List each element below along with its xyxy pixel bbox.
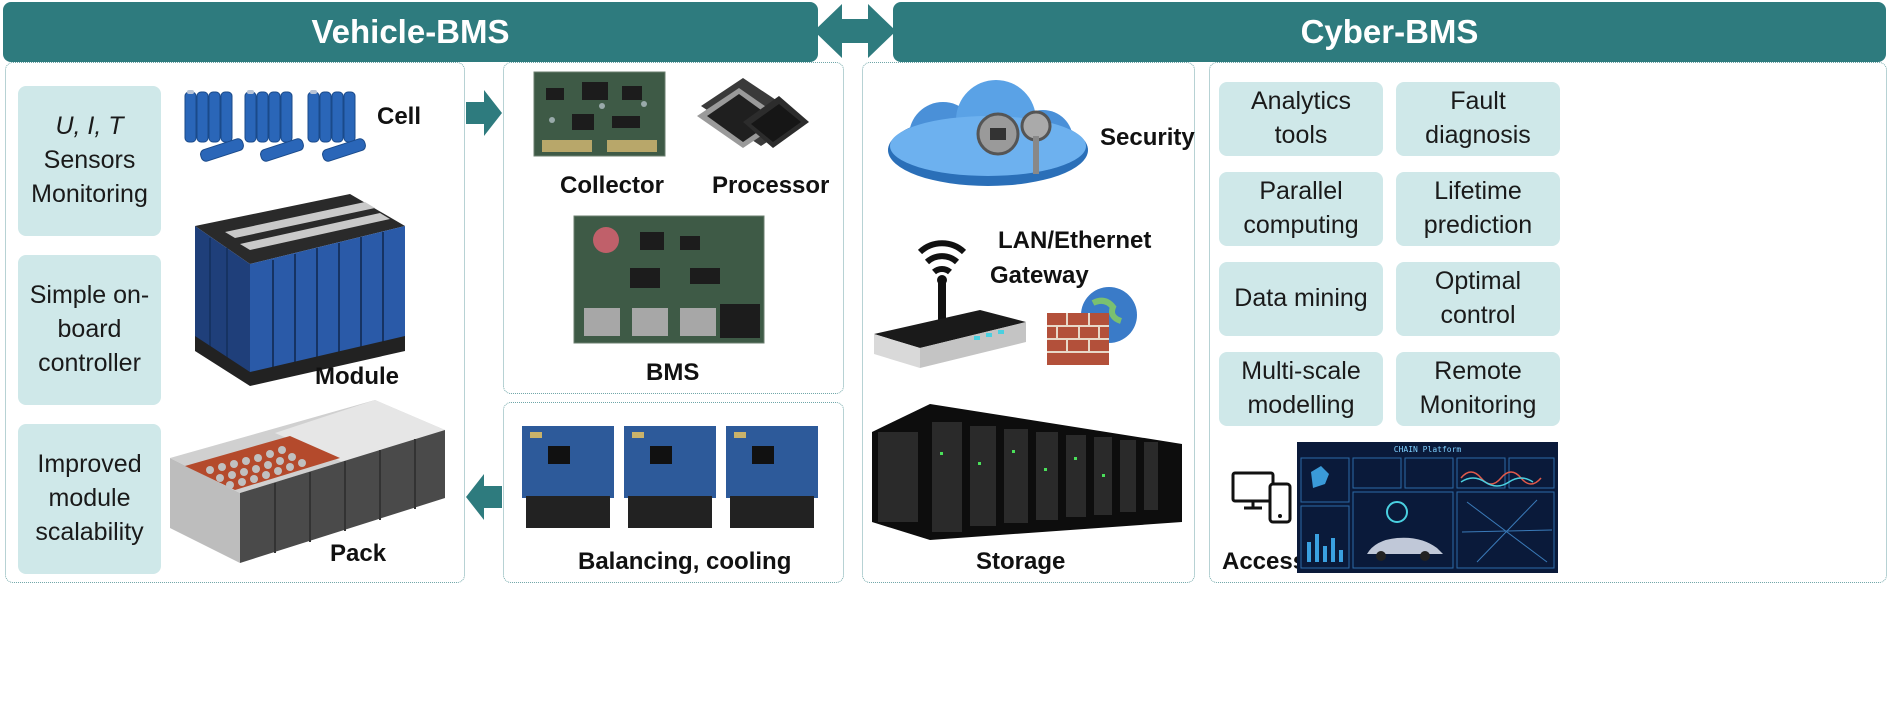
devices-icon <box>1231 471 1292 524</box>
module-image <box>195 194 405 386</box>
function-optimal-control: Optimal control <box>1396 262 1560 336</box>
processor-label: Processor <box>712 172 830 199</box>
scalability-text: Improved module scalability <box>35 450 144 546</box>
arrow-right-icon <box>466 90 502 136</box>
balancing-boards-image <box>522 426 818 528</box>
router-gateway-icon <box>874 240 1026 368</box>
controller-box: Simple on-board controller <box>18 255 161 405</box>
chain-platform-dashboard: CHAIN Platform <box>1297 442 1558 573</box>
access-label: Access <box>1222 548 1307 575</box>
gateway-label: Gateway <box>990 262 1089 289</box>
processor-chip-image <box>697 78 809 148</box>
pack-image <box>170 400 445 563</box>
lan-ethernet-label: LAN/Ethernet <box>998 227 1152 254</box>
monitoring-variables: U, I, T <box>55 112 124 141</box>
function-analytics-tools: Analytics tools <box>1219 82 1383 156</box>
arrow-left-icon <box>466 474 502 520</box>
cell-label: Cell <box>377 103 422 130</box>
storage-label: Storage <box>976 548 1066 575</box>
vehicle-bms-title: Vehicle-BMS <box>311 13 510 50</box>
balancing-label: Balancing, cooling <box>578 548 792 575</box>
function-lifetime-prediction: Lifetime prediction <box>1396 172 1560 246</box>
firewall-globe-icon <box>1047 287 1137 365</box>
monitoring-text: Sensors Monitoring <box>31 146 148 208</box>
bidirectional-arrow-icon <box>814 4 896 58</box>
function-fault-diagnosis: Fault diagnosis <box>1396 82 1560 156</box>
module-label: Module <box>315 363 399 390</box>
server-storage-image <box>872 404 1182 540</box>
scalability-box: Improved module scalability <box>18 424 161 574</box>
collector-label: Collector <box>560 172 665 199</box>
function-multi-scale-modelling: Multi-scale modelling <box>1219 352 1383 426</box>
function-remote-monitoring: Remote Monitoring <box>1396 352 1560 426</box>
controller-text: Simple on-board controller <box>29 281 150 377</box>
function-data-mining: Data mining <box>1219 262 1383 336</box>
pack-label: Pack <box>330 540 387 567</box>
collector-board-image <box>533 71 666 157</box>
security-label: Security <box>1100 124 1195 151</box>
cells-image <box>184 90 366 162</box>
security-cloud-icon <box>888 80 1088 186</box>
dashboard-title: CHAIN Platform <box>1393 445 1462 454</box>
monitoring-box: U, I, T Sensors Monitoring <box>18 86 161 236</box>
bms-board-image <box>573 215 765 344</box>
bms-label: BMS <box>646 359 700 386</box>
function-parallel-computing: Parallel computing <box>1219 172 1383 246</box>
cyber-bms-title: Cyber-BMS <box>1300 13 1479 50</box>
vehicle-bms-header: Vehicle-BMS <box>3 2 818 62</box>
cyber-bms-header: Cyber-BMS <box>893 2 1886 62</box>
